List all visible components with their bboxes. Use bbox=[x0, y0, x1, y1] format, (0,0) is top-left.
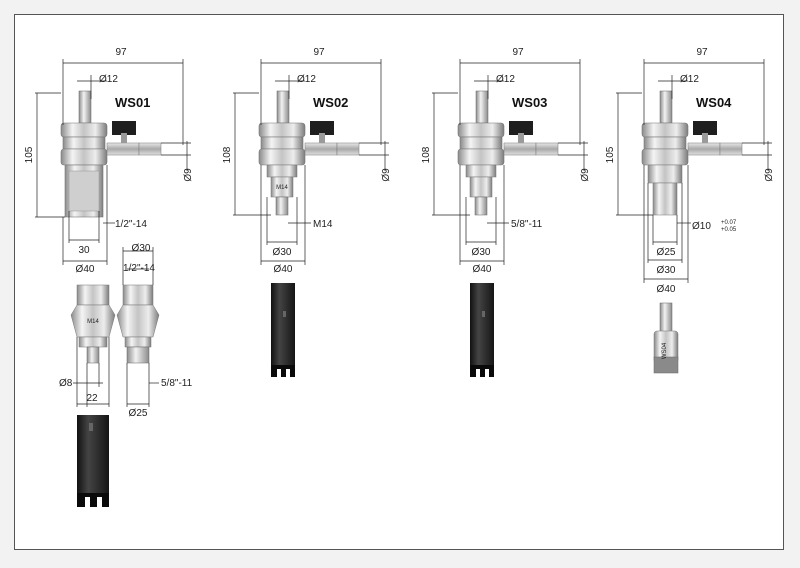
body-ring bbox=[60, 148, 108, 166]
adapter-right-dia: Ø25 bbox=[129, 408, 148, 419]
height-label: 108 bbox=[222, 146, 233, 163]
body-dia-label: Ø40 bbox=[657, 284, 676, 295]
bit-marking: WS04 bbox=[662, 342, 668, 359]
spigot-dia-label: Ø10 bbox=[692, 221, 711, 232]
model-name: WS03 bbox=[512, 95, 547, 110]
technical-drawing: 97 105 Ø12 WS01 Ø9 1/2"-14 30 Ø40 bbox=[24, 47, 775, 507]
diamond-core-bit bbox=[653, 302, 679, 374]
dimensions-adapters bbox=[73, 247, 159, 407]
body-ring bbox=[62, 136, 106, 150]
marking-label: M14 bbox=[276, 185, 288, 191]
mid-dia-label: Ø30 bbox=[657, 265, 676, 276]
core-bit-holder-1 bbox=[77, 415, 109, 507]
body-dia-label: Ø40 bbox=[76, 264, 95, 275]
body-dia-label: Ø40 bbox=[274, 264, 293, 275]
core-bit-holder-2 bbox=[271, 283, 295, 377]
shank-dia-label: Ø12 bbox=[496, 74, 515, 85]
shank-dia-label: Ø12 bbox=[297, 74, 316, 85]
spigot bbox=[652, 182, 678, 216]
dimensions-ws01 bbox=[35, 59, 191, 265]
body-dia-label: Ø40 bbox=[473, 264, 492, 275]
dimensions-ws04 bbox=[616, 59, 772, 283]
base-label: Ø25 bbox=[657, 247, 676, 258]
shank bbox=[78, 90, 92, 124]
swivel-ws01 bbox=[60, 90, 162, 218]
thread-label: 5/8"-11 bbox=[511, 219, 543, 230]
diamond-band bbox=[653, 356, 679, 374]
valve-handle bbox=[112, 121, 136, 135]
adapter-right-thread: 5/8"-11 bbox=[161, 378, 193, 389]
model-name: WS04 bbox=[696, 95, 732, 110]
hose-dia-label: Ø9 bbox=[381, 168, 392, 182]
valve-body bbox=[106, 142, 140, 156]
tolerance-lower: +0.05 bbox=[721, 227, 737, 233]
hose-dia-label: Ø9 bbox=[580, 168, 591, 182]
adapter-marking: M14 bbox=[87, 319, 99, 325]
base-label: Ø30 bbox=[472, 247, 491, 258]
thread-label: M14 bbox=[313, 219, 333, 230]
swivel-ws04 bbox=[641, 90, 743, 216]
width-label: 97 bbox=[512, 47, 524, 58]
adapter-left-width: 22 bbox=[86, 393, 98, 404]
valve-stem bbox=[121, 133, 127, 143]
hose-dia-label: Ø9 bbox=[183, 168, 194, 182]
tolerance-upper: +0.07 bbox=[721, 220, 737, 226]
height-label: 105 bbox=[24, 146, 35, 163]
adapter-top-thread: 1/2"-14 bbox=[123, 263, 155, 274]
adapter-right bbox=[116, 284, 160, 364]
base-label: 30 bbox=[78, 245, 90, 256]
swivel-ws03 bbox=[457, 90, 559, 216]
thread-label: 1/2"-14 bbox=[115, 219, 147, 230]
shank-dia-label: Ø12 bbox=[99, 74, 118, 85]
adapter-top-dia: Ø30 bbox=[132, 243, 151, 254]
dimensions-ws02 bbox=[233, 59, 389, 265]
dimensions-ws03 bbox=[432, 59, 588, 265]
thread-stub bbox=[275, 196, 289, 216]
width-label: 97 bbox=[313, 47, 325, 58]
hose-barb bbox=[138, 142, 162, 156]
shank-dia-label: Ø12 bbox=[680, 74, 699, 85]
base-label: Ø30 bbox=[273, 247, 292, 258]
model-name: WS02 bbox=[313, 95, 348, 110]
adapter-left bbox=[70, 284, 116, 364]
core-bit-holder-3 bbox=[470, 283, 494, 377]
body-ring bbox=[60, 122, 108, 138]
adapter-left-dia: Ø8 bbox=[59, 378, 73, 389]
height-label: 108 bbox=[421, 146, 432, 163]
width-label: 97 bbox=[696, 47, 708, 58]
model-name: WS01 bbox=[115, 95, 150, 110]
height-label: 105 bbox=[605, 146, 616, 163]
hose-dia-label: Ø9 bbox=[764, 168, 775, 182]
width-label: 97 bbox=[115, 47, 127, 58]
swivel-ws02 bbox=[258, 90, 360, 216]
drawing-sheet: 97 105 Ø12 WS01 Ø9 1/2"-14 30 Ø40 bbox=[14, 14, 784, 550]
